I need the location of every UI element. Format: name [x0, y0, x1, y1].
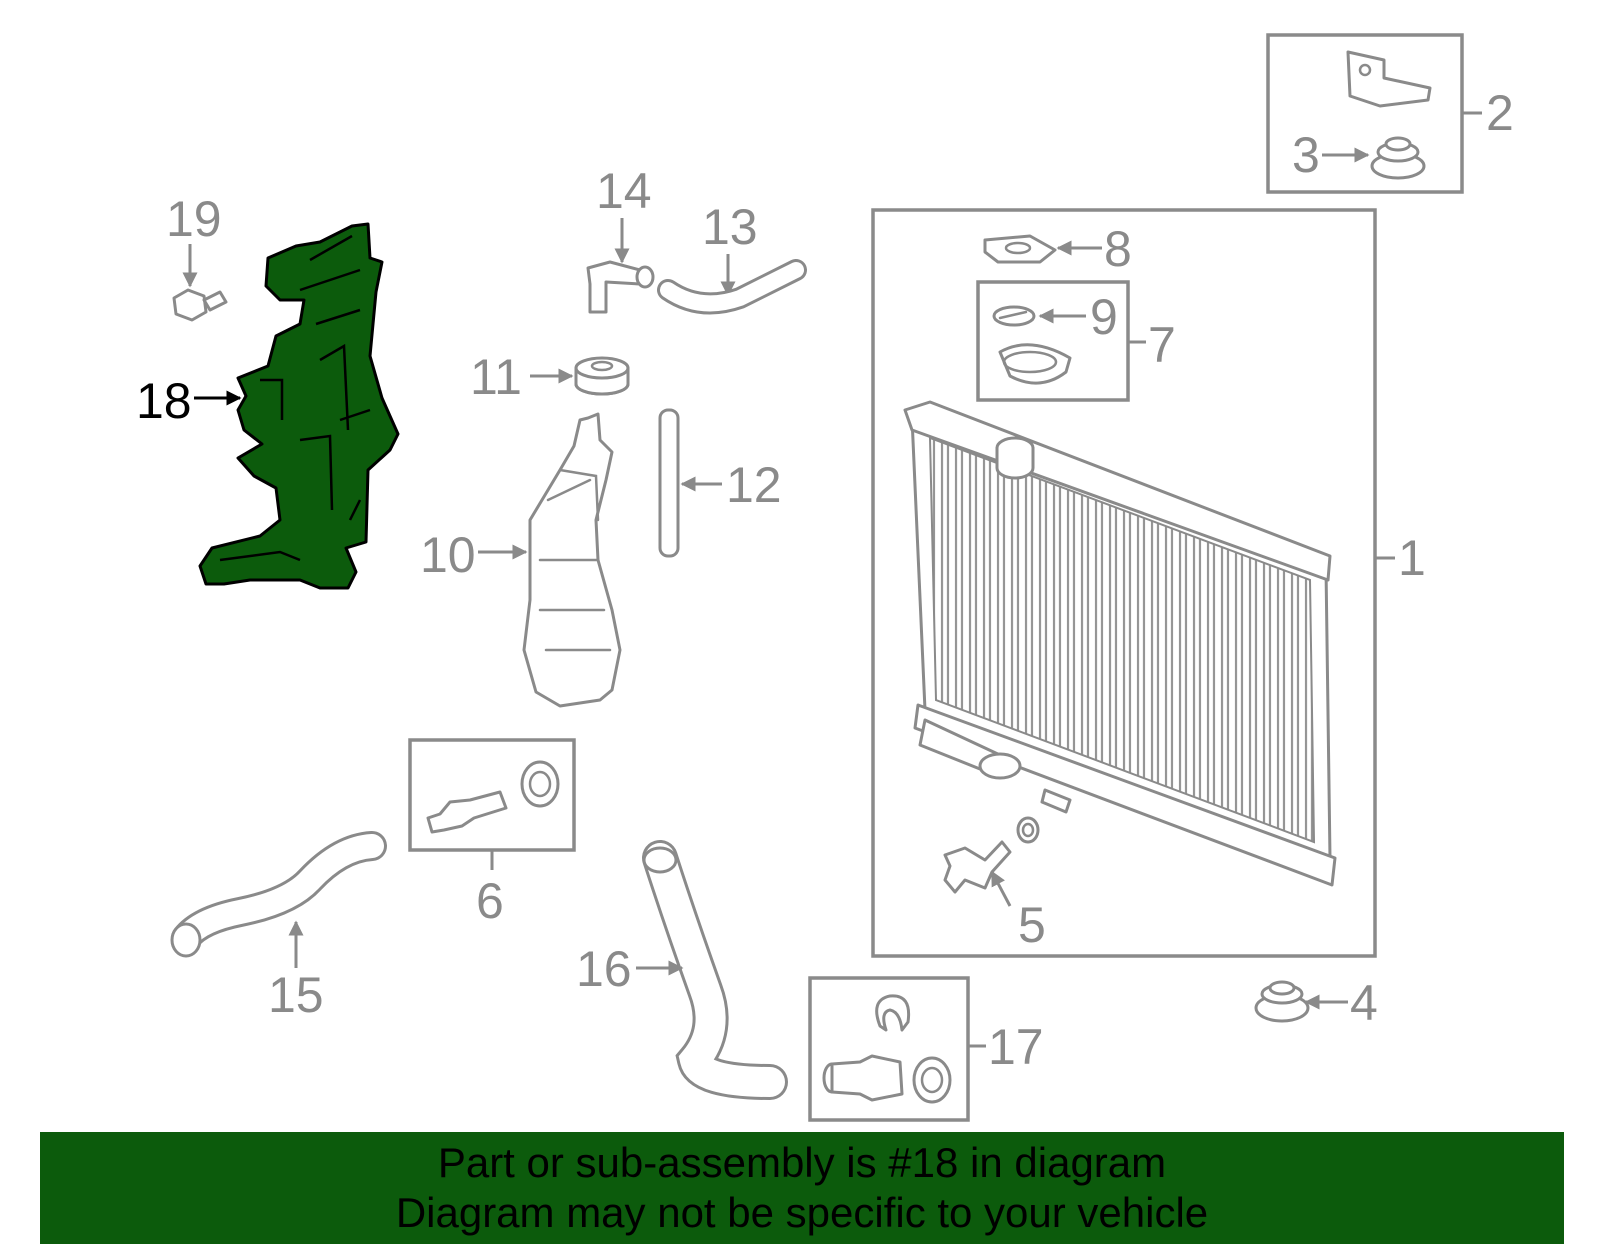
bolt-part-19[interactable]	[172, 288, 228, 322]
callout-5[interactable]: 5	[1018, 897, 1046, 953]
radiator-cap-part[interactable]	[998, 343, 1072, 385]
callout-8[interactable]: 8	[1104, 221, 1132, 277]
hose-part-13[interactable]	[657, 259, 807, 315]
callout-9[interactable]: 9	[1090, 289, 1118, 345]
connector-part[interactable]	[822, 1054, 952, 1104]
grommet-part-3[interactable]	[1370, 136, 1426, 180]
callout-12[interactable]: 12	[726, 457, 782, 513]
banner-line-2: Diagram may not be specific to your vehi…	[395, 1189, 1209, 1236]
mount-part-4[interactable]	[1254, 980, 1310, 1023]
clip-part[interactable]	[875, 994, 911, 1032]
box-part-17	[808, 976, 970, 1122]
callout-10[interactable]: 10	[420, 527, 476, 583]
callout-1[interactable]: 1	[1398, 530, 1426, 586]
callout-18[interactable]: 18	[136, 373, 192, 429]
callout-16[interactable]: 16	[576, 941, 632, 997]
banner-line-1: Part or sub-assembly is #18 in diagram	[437, 1139, 1167, 1186]
gasket-part-9[interactable]	[992, 305, 1036, 327]
drain-plug-part-5[interactable]	[943, 816, 1040, 894]
callout-15[interactable]: 15	[268, 967, 324, 1023]
callout-6[interactable]: 6	[476, 873, 504, 929]
callout-2[interactable]: 2	[1486, 85, 1514, 141]
callout-17[interactable]: 17	[988, 1019, 1044, 1075]
hose-fitting-part-14[interactable]	[586, 260, 655, 314]
bracket-part[interactable]	[1346, 50, 1432, 108]
hose-part-15[interactable]	[170, 831, 387, 958]
hose-part-16[interactable]	[642, 840, 788, 1100]
tube-part-12[interactable]	[658, 408, 680, 558]
air-guide-part-18-highlighted[interactable]	[198, 222, 400, 590]
callout-11[interactable]: 11	[470, 349, 522, 405]
reservoir-cap-part-11[interactable]	[574, 356, 630, 396]
fitting-part-6[interactable]	[426, 760, 560, 834]
callout-14[interactable]: 14	[596, 163, 652, 219]
reservoir-tank-part-10[interactable]	[522, 412, 622, 708]
callout-7[interactable]: 7	[1148, 317, 1176, 373]
callout-13[interactable]: 13	[702, 199, 758, 255]
callout-19[interactable]: 19	[166, 191, 222, 247]
radiator-part-1[interactable]	[903, 400, 1337, 887]
info-banner: Part or sub-assembly is #18 in diagram D…	[40, 1132, 1564, 1244]
parts-diagram: 2 3 1 8 7 9	[136, 33, 1514, 1122]
callout-4[interactable]: 4	[1350, 975, 1378, 1031]
box-part-1	[871, 208, 1377, 958]
callout-3[interactable]: 3	[1292, 127, 1320, 183]
seal-part-8[interactable]	[983, 234, 1057, 264]
